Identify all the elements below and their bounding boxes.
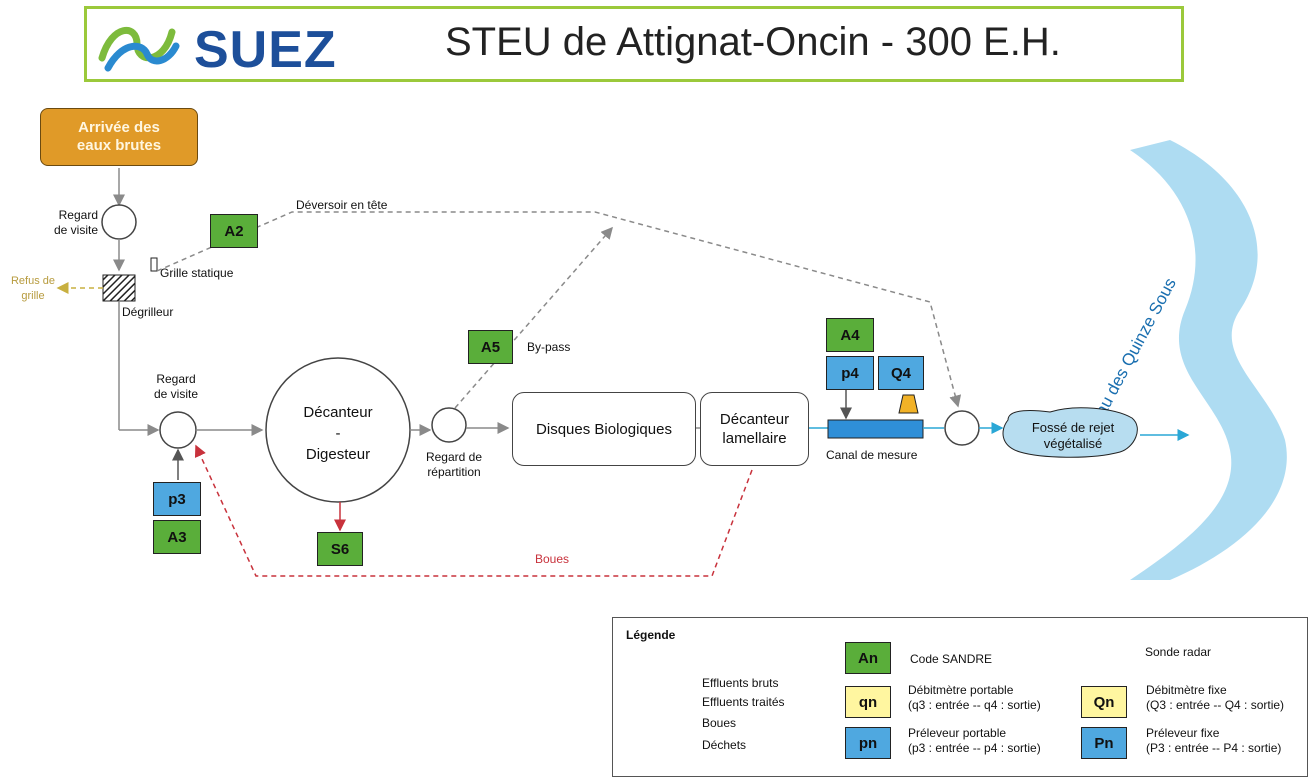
regard-visite-2-label: Regard de visite [153,372,199,401]
brand-logo-text: SUEZ [194,21,337,79]
legend-qn-label: Débitmètre portable (q3 : entrée -- q4 :… [908,683,1041,713]
legend-qn-code: qn [845,686,891,718]
disques-label: Disques Biologiques [536,420,672,438]
code-p3: p3 [153,482,201,516]
decanteur-text: Décanteur [303,404,373,421]
legend-effluents-bruts: Effluents bruts [702,676,779,690]
qn-line2: (q3 : entrée -- q4 : sortie) [908,698,1041,712]
legend-pn-code: pn [845,727,891,759]
code-a2: A2 [210,214,258,248]
digesteur-text: Digesteur [305,446,371,463]
legend-pn-label: Préleveur portable (p3 : entrée -- p4 : … [908,726,1041,756]
legend-effluents-traites: Effluents traités [702,695,785,709]
legend-an-label: Code SANDRE [910,652,993,666]
legend-dechets: Déchets [702,738,747,752]
legend-Qn-code: Qn [1081,686,1127,718]
disques-biologiques-box: Disques Biologiques [512,392,696,466]
arrivee-box: Arrivée des eaux brutes [40,108,198,166]
code-q4: Q4 [878,356,924,390]
legend-an-code: An [845,642,891,674]
code-a4: A4 [826,318,874,352]
code-a3: A3 [153,520,201,554]
dash-text: - [335,425,341,442]
refus-grille-label: Refus de grille [10,275,56,302]
regard-visite-1-label: Regard de visite [53,208,98,237]
degrilleur-label: Dégrilleur [122,305,174,319]
header-banner [84,6,1184,82]
Qn-line2: (Q3 : entrée -- Q4 : sortie) [1146,698,1285,712]
code-a5: A5 [468,330,513,364]
canal-label: Canal de mesure [826,448,918,462]
legend-Pn-code: Pn [1081,727,1127,759]
pn-line2: (p3 : entrée -- p4 : sortie) [908,741,1041,755]
legend-sonde-label: Sonde radar [1145,645,1212,659]
Pn-line2: (P3 : entrée -- P4 : sortie) [1146,741,1282,755]
code-p4: p4 [826,356,874,390]
Pn-line1: Préleveur fixe [1146,726,1220,740]
river-shape [1130,140,1287,580]
bypass-label: By-pass [527,340,571,354]
legend-panel [612,617,1308,777]
code-s6: S6 [317,532,363,566]
legend-boues: Boues [702,716,737,730]
grille-statique-label: Grille statique [160,266,234,280]
legend-Qn-label: Débitmètre fixe (Q3 : entrée -- Q4 : sor… [1146,683,1284,713]
decanteur-lamellaire-box: Décanteur lamellaire [700,392,809,466]
decanteur-digesteur-label: Décanteur - Digesteur [278,402,398,465]
boues-label: Boues [535,552,570,566]
page-title: STEU de Attignat-Oncin - 300 E.H. [445,20,1061,64]
Qn-line1: Débitmètre fixe [1146,683,1227,697]
fosse-label: Fossé de rejet végétalisé [1031,420,1115,451]
qn-line1: Débitmètre portable [908,683,1014,697]
arrivee-label: Arrivée des eaux brutes [76,119,162,154]
suez-logo-icon [98,26,180,72]
deversoir-label: Déversoir en tête [296,198,388,212]
legend-title: Légende [626,628,676,642]
regard-repartition-label: Regard de répartition [425,450,483,479]
lamellaire-label: Décanteur lamellaire [719,411,790,447]
pn-line1: Préleveur portable [908,726,1007,740]
legend-Pn-label: Préleveur fixe (P3 : entrée -- P4 : sort… [1146,726,1281,756]
